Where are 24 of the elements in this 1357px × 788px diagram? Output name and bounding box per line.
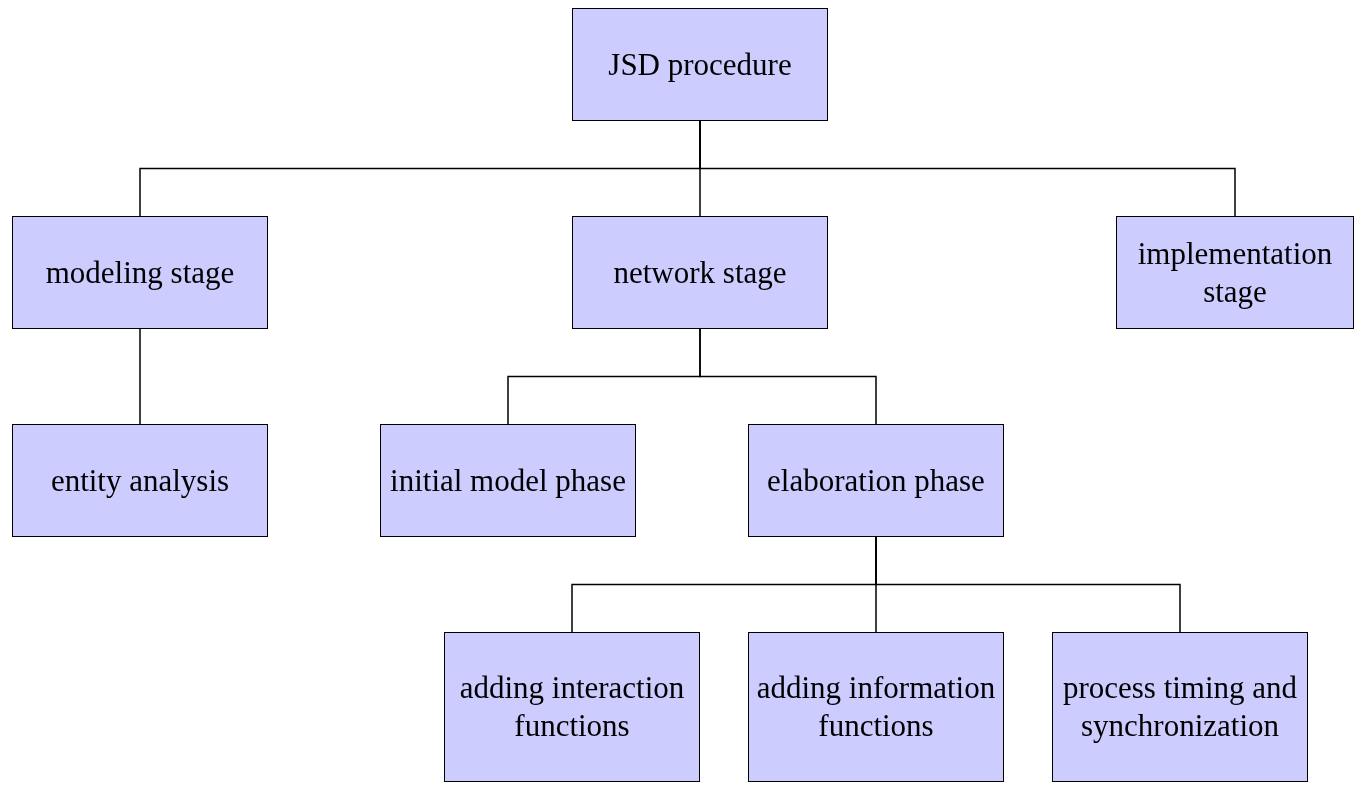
node-label: implementation stage — [1136, 234, 1334, 311]
node-label: adding information functions — [755, 669, 997, 745]
node-label: JSD procedure — [607, 45, 793, 84]
process-box — [748, 424, 1004, 537]
process-box — [12, 424, 268, 537]
node-label: entity analysis — [49, 461, 231, 500]
connector-line — [875, 536, 1181, 633]
process-box — [12, 216, 268, 329]
process-box — [1052, 632, 1308, 782]
process-box — [572, 216, 828, 329]
node-label: modeling stage — [44, 253, 236, 292]
node-label: network stage — [612, 253, 788, 292]
process-box — [444, 632, 700, 782]
process-box — [572, 8, 828, 121]
connector-line — [139, 328, 141, 425]
node-label: process timing and synchronization — [1061, 669, 1299, 745]
node-label: adding interaction functions — [458, 669, 686, 745]
node-label: initial model phase — [389, 461, 627, 500]
node-label: elaboration phase — [766, 461, 986, 500]
process-box — [380, 424, 636, 537]
process-box — [1116, 216, 1354, 329]
connector-line — [699, 120, 1236, 217]
process-box — [748, 632, 1004, 782]
connector-line — [699, 328, 877, 425]
